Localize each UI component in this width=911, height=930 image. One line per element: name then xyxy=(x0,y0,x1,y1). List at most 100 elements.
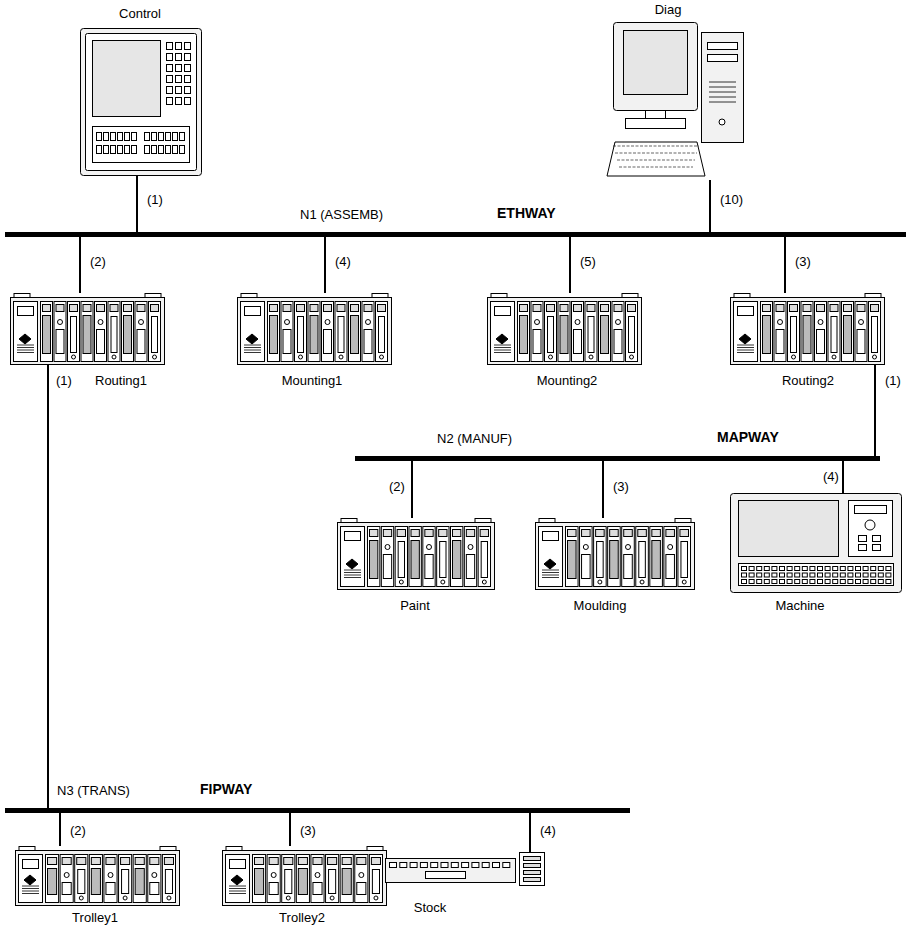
network-type: FIPWAY xyxy=(200,782,252,797)
terminal-cover xyxy=(78,870,85,894)
terminal-block xyxy=(420,863,427,868)
keypad-key xyxy=(167,98,173,105)
connector xyxy=(364,330,372,354)
module-led xyxy=(818,320,823,325)
module-face xyxy=(48,869,57,895)
io-module xyxy=(423,527,435,587)
terminal-cover xyxy=(152,317,158,353)
key xyxy=(825,567,830,571)
io-module xyxy=(828,302,840,362)
terminal-cover xyxy=(791,317,797,353)
module-screw xyxy=(482,580,486,584)
vent-line xyxy=(542,572,559,573)
function-key xyxy=(97,133,102,141)
status-window xyxy=(328,858,337,865)
key xyxy=(742,580,747,584)
logo-mark xyxy=(544,559,556,569)
module-screw xyxy=(399,580,403,584)
key xyxy=(886,580,891,584)
vent-line xyxy=(244,347,261,348)
key xyxy=(780,567,785,571)
key xyxy=(878,580,883,584)
key-row xyxy=(619,167,693,168)
module-face xyxy=(453,541,461,579)
device-name: Routing2 xyxy=(782,373,834,388)
io-module xyxy=(585,302,597,362)
rack-frame xyxy=(223,851,387,906)
status-window xyxy=(614,305,622,312)
module-led xyxy=(859,320,864,325)
keypad-key xyxy=(176,65,182,72)
terminal-cover xyxy=(329,870,336,894)
module-face xyxy=(310,316,318,354)
key xyxy=(787,580,792,584)
vent-line xyxy=(22,888,39,889)
io-module xyxy=(594,527,607,587)
status-window xyxy=(520,305,528,312)
io-module xyxy=(340,855,353,903)
key xyxy=(833,567,838,571)
keypad-key xyxy=(185,87,191,94)
module-led xyxy=(427,545,432,550)
function-key xyxy=(159,133,164,141)
keypad-key xyxy=(167,54,173,61)
status-window xyxy=(357,858,366,865)
io-module xyxy=(282,855,295,903)
key xyxy=(818,580,823,584)
power-module xyxy=(341,527,365,587)
power-indicator xyxy=(495,307,511,316)
connector xyxy=(137,330,145,354)
key xyxy=(772,580,777,584)
status-window xyxy=(324,305,332,312)
terminal-block xyxy=(482,863,489,868)
key xyxy=(757,567,762,571)
module-screw xyxy=(339,355,343,359)
terminal-picture xyxy=(80,28,202,176)
rack-picture xyxy=(487,293,642,365)
network-bus: N1 (ASSEMB)ETHWAY xyxy=(5,232,906,237)
module-screw xyxy=(441,580,445,584)
power-module xyxy=(19,855,43,903)
status-window xyxy=(297,305,305,312)
module-face xyxy=(124,316,132,354)
workstation-case xyxy=(731,494,902,593)
module-slot xyxy=(524,871,541,875)
power-module xyxy=(734,302,758,362)
key xyxy=(764,567,769,571)
connector xyxy=(817,330,825,354)
io-module xyxy=(409,527,421,587)
logo-mark xyxy=(231,875,243,885)
io-module xyxy=(81,302,93,362)
module-face xyxy=(351,316,359,354)
key xyxy=(886,573,891,577)
io-module xyxy=(788,302,800,362)
io-module xyxy=(518,302,530,362)
status-window xyxy=(844,305,852,312)
key xyxy=(795,573,800,577)
status-window xyxy=(628,305,636,312)
io-module xyxy=(267,855,280,903)
io-module xyxy=(531,302,543,362)
station-address: (1) xyxy=(884,373,902,388)
io-module xyxy=(636,527,649,587)
terminal-cover xyxy=(165,870,172,894)
rack-frame xyxy=(16,851,180,906)
status-window xyxy=(298,858,307,865)
power-indicator xyxy=(18,307,34,316)
connector xyxy=(324,330,332,354)
terminal-cover xyxy=(398,542,404,578)
vent-line xyxy=(17,347,34,348)
module-led xyxy=(626,545,631,550)
connector xyxy=(776,330,784,354)
connector xyxy=(614,330,622,354)
module-screw xyxy=(589,355,593,359)
plc-rack: Mounting1 xyxy=(237,293,392,365)
module-face xyxy=(43,316,51,354)
io-module xyxy=(368,527,380,587)
module-led xyxy=(468,545,473,550)
vent-line xyxy=(737,345,754,346)
io-module xyxy=(68,302,80,362)
terminal-cover xyxy=(548,317,554,353)
function-key xyxy=(111,133,116,141)
